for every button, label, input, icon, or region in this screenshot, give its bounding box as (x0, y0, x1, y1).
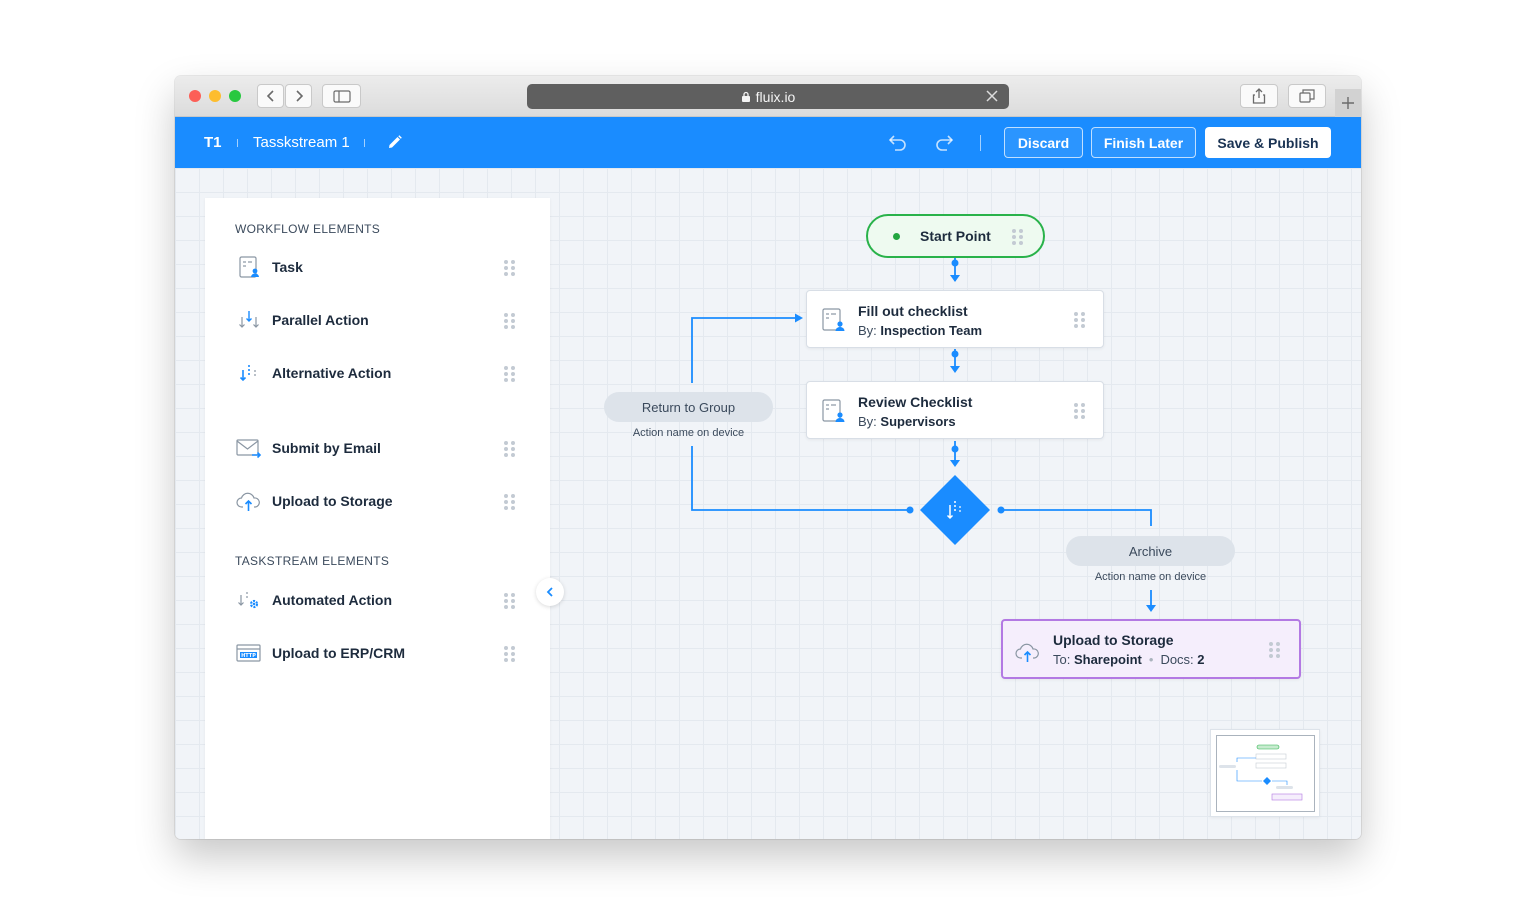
taskstream-code: T1 (204, 117, 222, 168)
forward-button[interactable] (285, 84, 312, 108)
start-indicator (893, 233, 900, 240)
task-icon (821, 307, 847, 333)
cloud-upload-icon (1015, 638, 1041, 664)
node-destination: To: Sharepoint•Docs: 2 (1053, 652, 1205, 667)
drag-handle-icon[interactable] (1269, 642, 1280, 658)
address-bar[interactable]: fluix.io (527, 84, 1009, 109)
browser-titlebar: fluix.io (175, 76, 1361, 117)
node-title: Upload to Storage (1053, 632, 1174, 648)
finish-later-button[interactable]: Finish Later (1091, 127, 1196, 158)
upload-to-storage-node[interactable]: Upload to Storage To: Sharepoint•Docs: 2 (1001, 619, 1301, 679)
minimize-window-button[interactable] (209, 90, 221, 102)
url-text: fluix.io (756, 89, 796, 105)
lock-icon (741, 91, 751, 103)
header-divider (237, 139, 238, 147)
tabs-icon (1299, 89, 1315, 103)
node-assignee: By: Supervisors (858, 414, 956, 429)
discard-button[interactable]: Discard (1004, 127, 1083, 158)
archive-action-subtitle: Action name on device (1066, 571, 1235, 583)
back-button[interactable] (257, 84, 284, 108)
drag-handle-icon[interactable] (1012, 229, 1023, 245)
sidebar-toggle-button[interactable] (322, 84, 361, 108)
return-action-subtitle: Action name on device (604, 427, 773, 439)
taskstream-title: Tasskstream 1 (253, 117, 350, 168)
drag-handle-icon[interactable] (1074, 403, 1085, 419)
tabs-button[interactable] (1288, 84, 1326, 108)
workflow-canvas[interactable]: WORKFLOW ELEMENTS Task Parallel Action A… (175, 168, 1361, 839)
start-point-label: Start Point (920, 228, 991, 244)
minimap-preview (1217, 736, 1314, 811)
node-assignee: By: Inspection Team (858, 323, 982, 338)
node-title: Review Checklist (858, 394, 972, 410)
drag-handle-icon[interactable] (1074, 312, 1085, 328)
browser-window: fluix.io T1 Tasskstream 1 Discard Finish… (175, 76, 1361, 839)
sidebar-icon (333, 90, 351, 103)
maximize-window-button[interactable] (229, 90, 241, 102)
share-button[interactable] (1240, 84, 1278, 108)
undo-icon[interactable] (888, 133, 908, 152)
task-node-review-checklist[interactable]: Review Checklist By: Supervisors (806, 381, 1104, 439)
archive-action[interactable]: Archive (1066, 536, 1235, 566)
plus-icon (1341, 96, 1355, 110)
forward-icon (294, 89, 304, 103)
app-header: T1 Tasskstream 1 Discard Finish Later Sa… (175, 117, 1361, 168)
node-title: Fill out checklist (858, 303, 968, 319)
close-window-button[interactable] (189, 90, 201, 102)
start-point-node[interactable]: Start Point (866, 214, 1045, 258)
close-icon[interactable] (983, 87, 1001, 105)
share-icon (1252, 88, 1266, 104)
minimap-viewport[interactable] (1216, 735, 1315, 812)
minimap[interactable] (1210, 729, 1320, 817)
header-divider (364, 139, 365, 147)
flow-connectors (175, 168, 1361, 839)
edit-pencil-icon[interactable] (386, 134, 403, 151)
task-node-fill-out-checklist[interactable]: Fill out checklist By: Inspection Team (806, 290, 1104, 348)
header-divider (980, 135, 981, 151)
new-tab-button[interactable] (1335, 89, 1361, 117)
task-icon (821, 398, 847, 424)
save-publish-button[interactable]: Save & Publish (1205, 127, 1331, 158)
redo-icon[interactable] (934, 133, 954, 152)
return-to-group-action[interactable]: Return to Group (604, 392, 773, 422)
back-icon (266, 89, 276, 103)
